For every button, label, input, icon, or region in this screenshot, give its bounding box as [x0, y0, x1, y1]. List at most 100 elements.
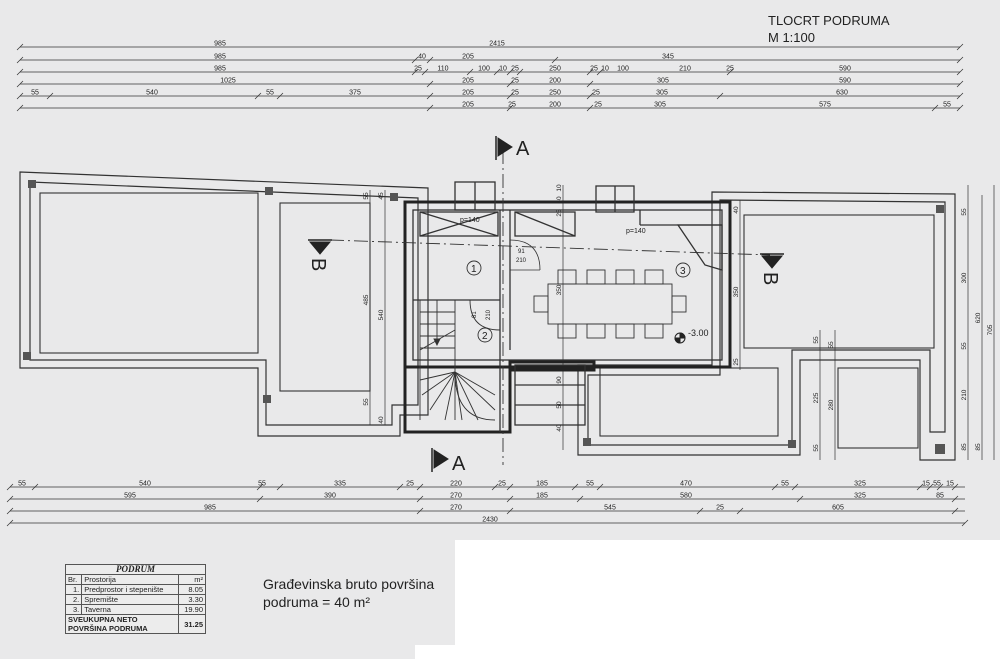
top-dimension-tick — [956, 104, 964, 112]
top-dimension-label: 540 — [146, 90, 158, 97]
window-height-2: p=140 — [626, 228, 646, 235]
top-dimension-label: 205 — [462, 78, 474, 85]
top-dimension-label: 305 — [657, 78, 669, 85]
dining-table — [533, 269, 687, 339]
bottom-dimension-tick — [936, 483, 944, 491]
bottom-dimension-label: 605 — [832, 505, 844, 512]
vertical-dimension-label: 55 — [828, 341, 835, 349]
level-label: -3.00 — [688, 328, 709, 338]
section-a-top-icon — [497, 137, 513, 157]
bottom-dimension-label: 2430 — [482, 517, 498, 524]
vertical-dimension-label: 55 — [813, 444, 820, 452]
bottom-dimension-label: 185 — [536, 481, 548, 488]
top-dimension-label: 10 — [601, 66, 609, 73]
top-dimension-tick — [956, 80, 964, 88]
top-dimension-tick — [16, 68, 24, 76]
planter-5 — [837, 367, 919, 449]
top-dimension-tick — [586, 80, 594, 88]
vertical-dimension-label: 40 — [556, 424, 563, 432]
top-dimension-label: 205 — [462, 102, 474, 109]
section-line — [329, 150, 771, 465]
bottom-dimension-tick — [951, 507, 959, 515]
vertical-dimension-label: 485 — [363, 294, 370, 305]
bottom-dimension-tick — [961, 519, 969, 527]
left-terrace-outer — [19, 171, 429, 437]
bottom-dimension-label: 325 — [854, 481, 866, 488]
top-dimension-tick — [586, 68, 594, 76]
vertical-dimension-label: 210 — [961, 389, 968, 400]
room-markers — [466, 260, 691, 343]
outer-wall — [403, 200, 732, 369]
top-dimension-tick — [16, 92, 24, 100]
door-width-2: 81 — [472, 311, 478, 318]
section-a-bottom-label: A — [452, 453, 466, 475]
section-b-right-icon — [760, 255, 784, 269]
top-dimension-tick — [726, 68, 734, 76]
top-dimension-label: 25 — [511, 78, 519, 85]
top-dimension-label: 55 — [31, 90, 39, 97]
staircase — [419, 299, 501, 421]
top-dimension-label: 305 — [656, 90, 668, 97]
bottom-dimension-label: 185 — [536, 493, 548, 500]
total-area: 31.25 — [177, 614, 207, 634]
vertical-dimension-label: 350 — [733, 286, 740, 297]
scale-label: M 1:100 — [768, 30, 815, 45]
stair-wall — [403, 360, 512, 434]
col-area: m² — [177, 574, 207, 585]
top-dimension-label: 40 — [418, 54, 426, 61]
bottom-dimension-label: 15 — [946, 481, 954, 488]
planter-2 — [279, 202, 371, 392]
bottom-dimension-label: 270 — [450, 493, 462, 500]
bottom-dimension-tick — [791, 483, 799, 491]
top-dimension-tick — [411, 68, 419, 76]
top-dimension-label: 575 — [819, 102, 831, 109]
bottom-dimension-label: 325 — [854, 493, 866, 500]
table-row: 3. Taverna 19.90 — [64, 604, 207, 615]
bottom-dimension-label: 595 — [124, 493, 136, 500]
drawing-title: TLOCRT PODRUMA M 1:100 — [768, 12, 890, 46]
bottom-dimension-tick — [926, 483, 934, 491]
section-b-left-label: B — [307, 258, 329, 271]
vertical-dimension-label: 10 — [556, 184, 563, 192]
bottom-dimension-label: 335 — [334, 481, 346, 488]
top-dimension-label: 205 — [462, 90, 474, 97]
top-dimension-label: 250 — [549, 90, 561, 97]
bottom-dimension-label: 470 — [680, 481, 692, 488]
top-dimension-label: 25 — [511, 66, 519, 73]
top-dimension-tick — [716, 92, 724, 100]
room-3-label: 3 — [680, 266, 686, 277]
bottom-dimension-tick — [416, 507, 424, 515]
bottom-dimension-tick — [736, 507, 744, 515]
blank-area — [455, 540, 1000, 659]
bottom-dimension-tick — [596, 483, 604, 491]
left-terrace-inner — [29, 181, 419, 426]
top-dimension-tick — [506, 92, 514, 100]
top-dimension-label: 25 — [414, 66, 422, 73]
bottom-dimension-label: 55 — [586, 481, 594, 488]
gross-area-note: Građevinska bruto površina podruma = 40 … — [263, 575, 463, 611]
top-dimension-label: 55 — [943, 102, 951, 109]
top-dimension-tick — [16, 56, 24, 64]
table-row: 1. Predprostor i stepenište 8.05 — [64, 584, 207, 595]
vertical-dimension-label: 705 — [987, 324, 994, 335]
top-dimension-label: 205 — [462, 54, 474, 61]
col-room: Prostorija — [81, 574, 179, 585]
top-dimension-label: 630 — [836, 90, 848, 97]
vertical-dimension-label: 55 — [363, 398, 370, 406]
top-dimension-tick — [596, 68, 604, 76]
bottom-dimension-tick — [796, 495, 804, 503]
col-no: Br. — [64, 574, 83, 585]
top-dimension-label: 25 — [726, 66, 734, 73]
vertical-dimension-label: 25 — [556, 209, 563, 217]
top-dimension-label: 200 — [549, 78, 561, 85]
section-a-top-label: A — [516, 138, 530, 160]
vertical-dimension-label: 45 — [378, 192, 385, 200]
top-dimension-tick — [16, 104, 24, 112]
basement-walls — [403, 200, 732, 434]
top-dimension-tick — [516, 68, 524, 76]
top-dimension-tick — [493, 68, 501, 76]
top-dimension-label: 305 — [654, 102, 666, 109]
top-dimension-label: 25 — [511, 90, 519, 97]
top-dimension-tick — [276, 92, 284, 100]
planter-3 — [743, 214, 935, 349]
